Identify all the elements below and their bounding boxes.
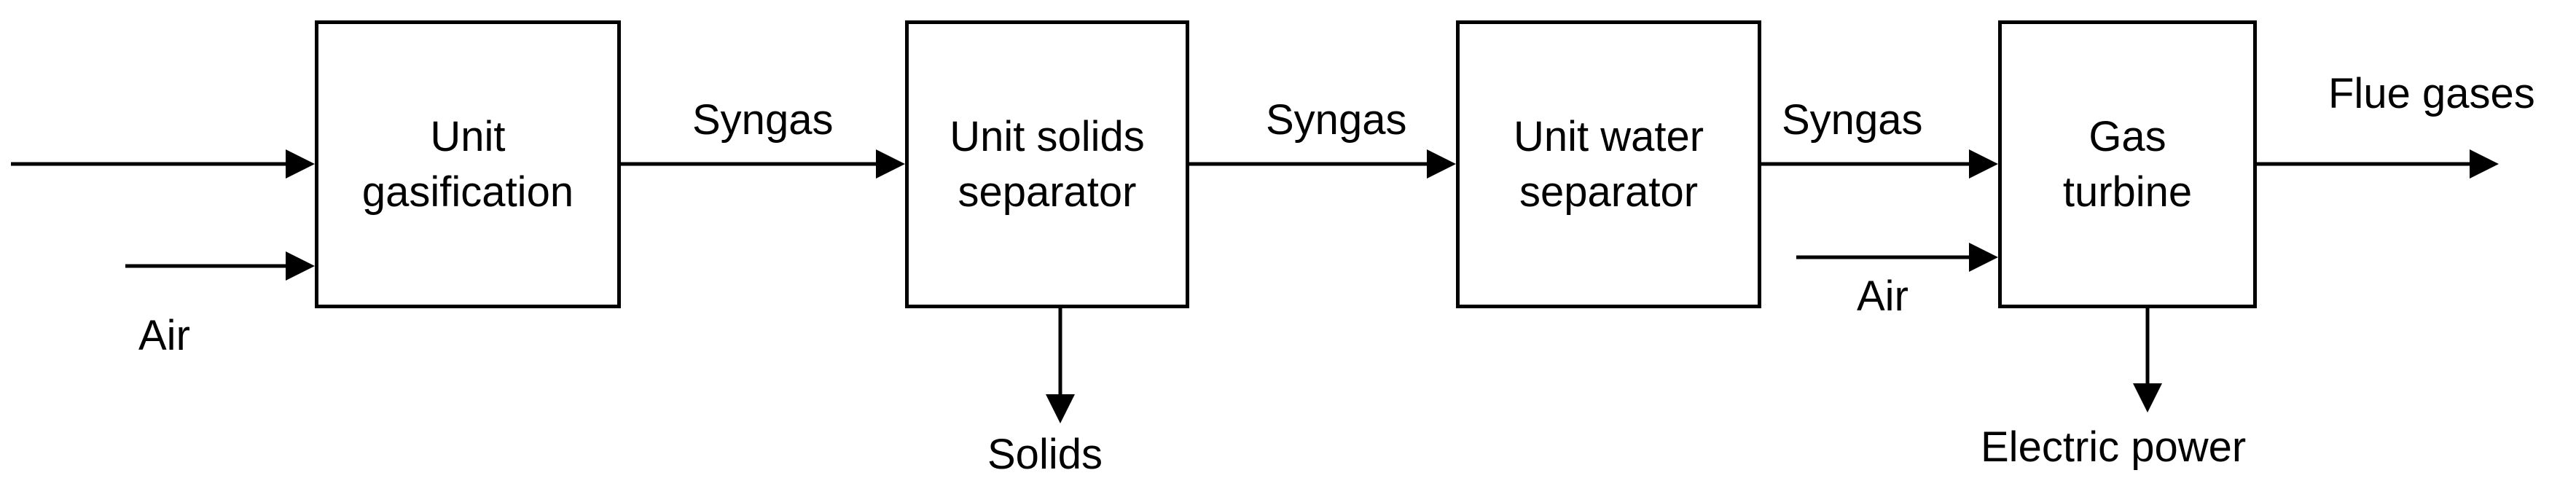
syngas-arrowhead-2	[1427, 149, 1456, 179]
air-label-2: Air	[1857, 273, 1908, 320]
flue-gases-arrowhead	[2470, 149, 2499, 179]
syngas-label-1: Syngas	[692, 96, 834, 144]
gas-turbine-box: Gas turbine	[1998, 20, 2257, 308]
electric-power-label: Electric power	[1981, 423, 2247, 471]
solids-arrowhead	[1046, 394, 1075, 423]
syngas-arrowhead-3	[1969, 149, 1998, 179]
water-separator-box: Unit water separator	[1456, 20, 1761, 308]
syngas-label-3: Syngas	[1782, 96, 1923, 144]
water-separator-label: Unit water separator	[1513, 113, 1704, 216]
air-arrowhead-2	[1969, 243, 1998, 272]
syngas-arrowhead-1	[876, 149, 905, 179]
electric-power-arrowhead	[2133, 383, 2162, 412]
gas-turbine-label: Gas turbine	[2062, 113, 2193, 216]
air-arrowhead-1	[286, 251, 315, 281]
gasification-unit-label: Unit gasification	[361, 113, 574, 216]
feed-arrowhead	[286, 149, 315, 179]
solids-separator-box: Unit solids separator	[905, 20, 1189, 308]
flue-gases-label: Flue gases	[2328, 70, 2535, 117]
gasification-unit-box: Unit gasification	[315, 20, 621, 308]
air-label-1: Air	[138, 312, 190, 359]
solids-separator-label: Unit solids separator	[950, 113, 1145, 216]
solids-label: Solids	[987, 431, 1103, 478]
syngas-label-2: Syngas	[1266, 96, 1407, 144]
